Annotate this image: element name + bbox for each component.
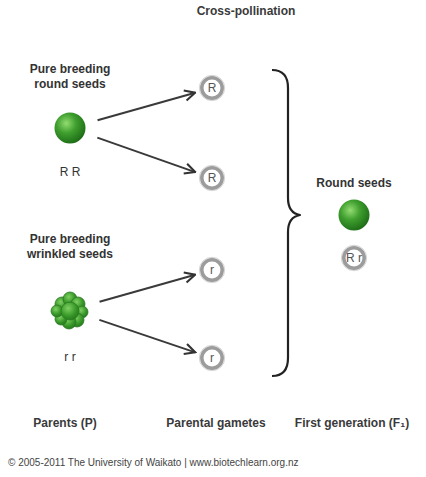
gamete-arrow <box>100 275 196 302</box>
column-label: Parents (P) <box>15 416 115 431</box>
gamete-halo <box>199 345 224 370</box>
gamete-halo <box>199 257 224 282</box>
offspring-genotype: R r <box>341 245 367 271</box>
gamete-halo <box>199 75 224 100</box>
gamete-halo <box>199 165 224 190</box>
seed-heading: Pure breeding wrinkled seeds <box>20 232 120 262</box>
column-label: Parental gametes <box>156 416 276 431</box>
column-label: First generation (F₁) <box>282 416 422 431</box>
gamete-halo <box>341 245 366 270</box>
gamete: R <box>199 75 225 101</box>
allele-letter: R <box>199 75 225 101</box>
gamete-arrow <box>97 138 195 172</box>
seed-lump <box>61 302 79 320</box>
brace-label: Cross-pollination <box>186 4 306 19</box>
wrinkled-shape <box>52 292 88 328</box>
genotype-text: r r <box>20 350 120 365</box>
round-shape <box>338 199 370 231</box>
offspring-seed: Round seeds <box>338 199 370 231</box>
seed-circle <box>339 200 370 231</box>
gamete: r <box>199 257 225 283</box>
round-shape <box>54 112 86 144</box>
gamete-arrow <box>98 93 196 120</box>
allele-letter: R r <box>341 245 367 271</box>
seed-circle <box>55 113 86 144</box>
cross-pollination-brace <box>272 70 300 376</box>
allele-letter: R <box>199 165 225 191</box>
seed-heading: Round seeds <box>304 176 404 191</box>
genotype-text: R R <box>20 165 120 180</box>
parent-wrinkled-seed: Pure breeding wrinkled seedsr r <box>52 292 88 328</box>
allele-letter: r <box>199 345 225 371</box>
credit-line: © 2005-2011 The University of Waikato | … <box>8 455 420 470</box>
gamete: r <box>199 345 225 371</box>
parent-round-seed: Pure breeding round seedsR R <box>54 112 86 144</box>
allele-letter: r <box>199 257 225 283</box>
gamete: R <box>199 165 225 191</box>
gamete-arrow <box>99 320 195 352</box>
seed-heading: Pure breeding round seeds <box>20 62 120 92</box>
